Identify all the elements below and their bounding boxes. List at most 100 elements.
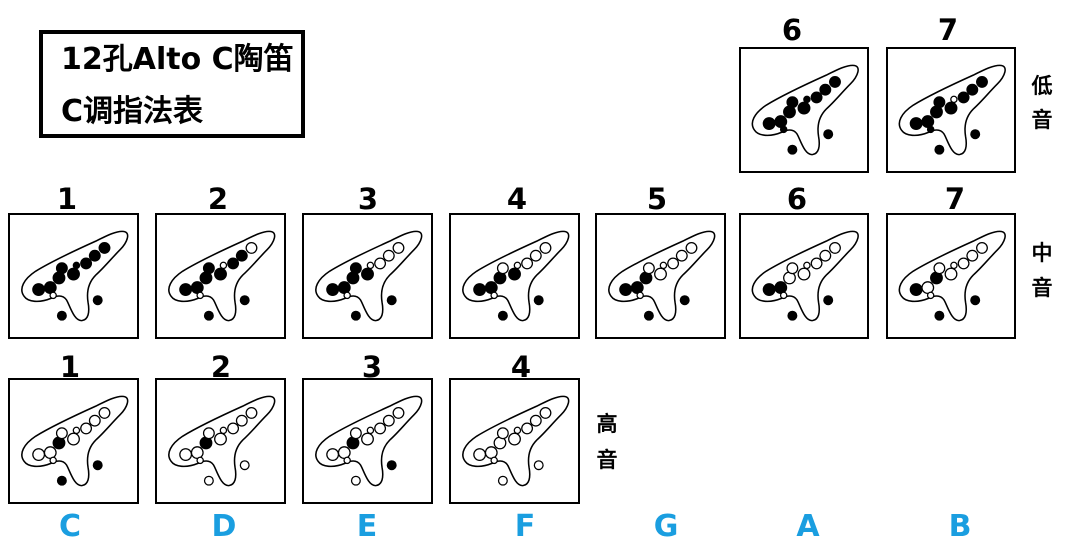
- thumb-hole-2-closed: [823, 295, 834, 306]
- thumb-hole-1-open: [203, 475, 214, 486]
- thumb-hole-2-closed: [970, 295, 981, 306]
- main-hole-8-open: [685, 241, 698, 254]
- ocarina-svg: [21, 395, 129, 487]
- sub-hole-2-open: [72, 426, 81, 435]
- sub-hole-2-open: [513, 426, 522, 435]
- main-hole-5-closed: [944, 101, 958, 115]
- thumb-hole-1-closed: [56, 310, 67, 321]
- main-hole-8-closed: [829, 75, 841, 88]
- key-label-e: E: [356, 509, 378, 544]
- main-hole-6-open: [374, 422, 387, 435]
- ocarina-svg: [168, 395, 276, 487]
- ocarina-outline: [751, 64, 859, 156]
- main-hole-8-open: [976, 241, 988, 254]
- sub-hole-2-open: [950, 95, 958, 104]
- main-hole-6-open: [957, 257, 970, 270]
- main-hole-2-open: [921, 281, 935, 295]
- thumb-hole-2-closed: [239, 295, 250, 306]
- note-label-high-2: 2: [210, 350, 232, 384]
- main-hole-8-open: [539, 241, 552, 254]
- main-hole-4-closed: [933, 96, 946, 109]
- fingering-diagram-high-2: [155, 378, 286, 504]
- register-label-low-2: 音: [1031, 108, 1053, 132]
- main-hole-2-open: [337, 446, 351, 460]
- thumb-hole-1-closed: [497, 310, 508, 321]
- thumb-hole-2-closed: [679, 295, 690, 306]
- ocarina-svg: [21, 230, 129, 322]
- main-hole-5-open: [944, 267, 958, 281]
- thumb-hole-2-closed: [823, 129, 834, 140]
- main-hole-8-closed: [98, 241, 111, 254]
- ocarina-svg: [315, 395, 423, 487]
- key-label-d: D: [211, 509, 237, 544]
- main-hole-7-closed: [966, 83, 979, 96]
- main-hole-4-open: [349, 427, 362, 440]
- main-hole-1-closed: [762, 117, 776, 130]
- main-hole-7-open: [88, 414, 101, 427]
- main-hole-2-closed: [630, 281, 644, 295]
- main-hole-1-open: [473, 448, 487, 461]
- title-line-1: 12孔Alto C陶笛: [61, 42, 294, 77]
- main-hole-6-open: [521, 257, 534, 270]
- fingering-diagram-mid-4: [449, 213, 580, 339]
- register-label-mid-1: 中: [1031, 241, 1053, 265]
- main-hole-5-open: [214, 432, 227, 446]
- thumb-hole-2-open: [239, 460, 250, 471]
- thumb-hole-1-open: [350, 475, 361, 486]
- main-hole-4-closed: [786, 96, 799, 109]
- ocarina-svg: [751, 64, 859, 156]
- main-hole-4-open: [496, 262, 509, 275]
- main-hole-4-closed: [202, 262, 215, 275]
- thumb-hole-2-closed: [386, 460, 397, 471]
- note-label-mid-1: 1: [56, 182, 78, 216]
- ocarina-outline: [21, 395, 129, 487]
- note-label-mid-3: 3: [357, 182, 379, 216]
- ocarina-outline: [462, 230, 570, 322]
- main-hole-1-open: [179, 448, 193, 461]
- main-hole-8-open: [245, 406, 258, 419]
- note-label-mid-5: 5: [646, 182, 668, 216]
- main-hole-4-closed: [55, 262, 68, 275]
- main-hole-7-closed: [819, 83, 832, 96]
- sub-hole-1-open: [636, 291, 644, 300]
- sub-hole-1-open: [490, 291, 498, 300]
- main-hole-2-closed: [921, 115, 935, 129]
- main-hole-1-open: [32, 448, 46, 461]
- sub-hole-2-open: [950, 261, 958, 270]
- main-hole-6-open: [810, 257, 823, 270]
- main-hole-6-closed: [227, 257, 240, 270]
- main-hole-6-closed: [80, 257, 93, 270]
- main-hole-6-closed: [957, 91, 970, 104]
- main-hole-4-open: [786, 262, 799, 275]
- thumb-hole-1-closed: [787, 310, 798, 321]
- main-hole-4-open: [496, 427, 509, 440]
- main-hole-4-open: [933, 262, 946, 275]
- sub-hole-2-open: [366, 261, 375, 270]
- main-hole-8-open: [392, 406, 405, 419]
- note-label-high-3: 3: [361, 350, 383, 384]
- key-label-c: C: [58, 509, 82, 544]
- main-hole-5-open: [361, 432, 374, 446]
- main-hole-5-open: [508, 432, 521, 446]
- sub-hole-1-closed: [779, 125, 788, 134]
- fingering-diagram-mid-3: [302, 213, 433, 339]
- main-hole-1-closed: [762, 283, 776, 296]
- thumb-hole-2-closed: [970, 129, 981, 140]
- sub-hole-1-open: [343, 456, 351, 465]
- main-hole-6-open: [374, 257, 387, 270]
- main-hole-6-open: [521, 422, 534, 435]
- sub-hole-1-closed: [926, 125, 935, 134]
- main-hole-5-closed: [67, 267, 80, 281]
- main-hole-6-closed: [810, 91, 823, 104]
- sub-hole-1-open: [343, 291, 351, 300]
- main-hole-2-open: [484, 446, 498, 460]
- thumb-hole-1-closed: [203, 310, 214, 321]
- main-hole-4-open: [642, 262, 655, 275]
- note-label-low-6: 6: [781, 13, 803, 47]
- ocarina-outline: [315, 395, 423, 487]
- sub-hole-2-open: [659, 261, 668, 270]
- ocarina-outline: [898, 230, 1006, 322]
- register-label-high-2: 音: [596, 448, 618, 472]
- note-label-mid-7: 7: [944, 182, 966, 216]
- main-hole-2-closed: [190, 281, 204, 295]
